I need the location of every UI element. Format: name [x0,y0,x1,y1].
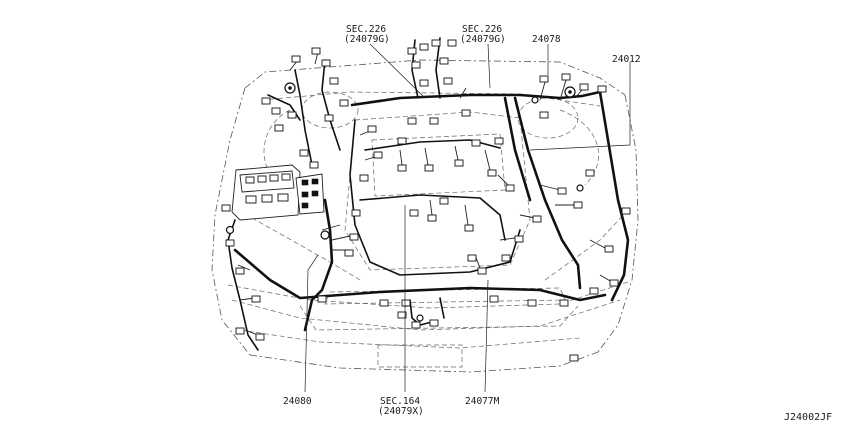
callout-24077m: 24077M [465,396,500,407]
fuse-relay-box [231,164,325,221]
callout-sec226-left-line1: SEC.226 [346,24,386,35]
callout-sec164-line2: (24079X) [378,406,424,417]
callout-sec164-line1: SEC.164 [380,396,420,407]
grommets [225,82,584,322]
callout-sec226-right-line2: (24079G) [460,34,506,45]
callout-24012: 24012 [612,54,641,65]
callout-sec226-right-line1: SEC.226 [462,24,502,35]
main-harness [227,37,630,351]
callout-24080: 24080 [283,396,312,407]
drawing-code: J24002JF [784,412,832,423]
callout-sec226-left-line2: (24079G) [344,34,390,45]
connectors [221,39,631,362]
callout-24078: 24078 [532,34,561,45]
leader-lines [304,43,631,393]
